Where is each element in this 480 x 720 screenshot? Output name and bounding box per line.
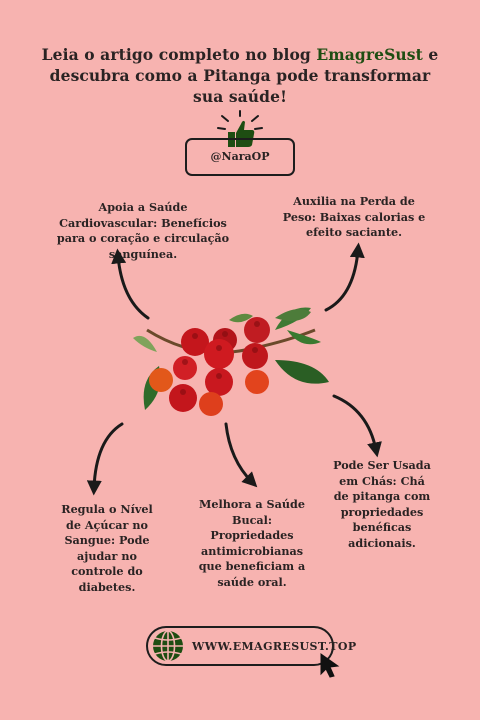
website-url[interactable]: WWW.EMAGRESUST.TOP [192, 640, 357, 653]
handle-text: @NaraOP [210, 150, 270, 163]
cursor-icon [320, 653, 340, 678]
arrow-to-sugar [86, 422, 124, 496]
benefit-blood-sugar: Regula o Nível de Açúcar no Sangue: Pode… [61, 502, 153, 594]
globe-icon [153, 630, 183, 662]
benefit-tea: Pode Ser Usada em Chás: Chá de pitanga c… [333, 458, 431, 550]
benefit-oral-health: Melhora a Saúde Bucal: Propriedades anti… [198, 497, 306, 589]
headline-text-pre: Leia o artigo completo no blog [41, 45, 317, 64]
arrow-to-tea [332, 394, 382, 458]
handle-badge [185, 138, 295, 176]
pitanga-fruit-image [133, 307, 329, 416]
blog-name: EmagreSust [316, 45, 423, 64]
benefit-weight-loss: Auxilia na Perda de Peso: Baixas caloria… [282, 194, 426, 239]
benefit-cardiovascular: Apoia a Saúde Cardiovascular: Benefícios… [56, 200, 230, 261]
headline-text-post: e descubra como a Pitanga pode transform… [49, 45, 439, 106]
headline: Leia o artigo completo no blog EmagreSus… [40, 44, 440, 107]
website-button[interactable] [146, 626, 334, 666]
